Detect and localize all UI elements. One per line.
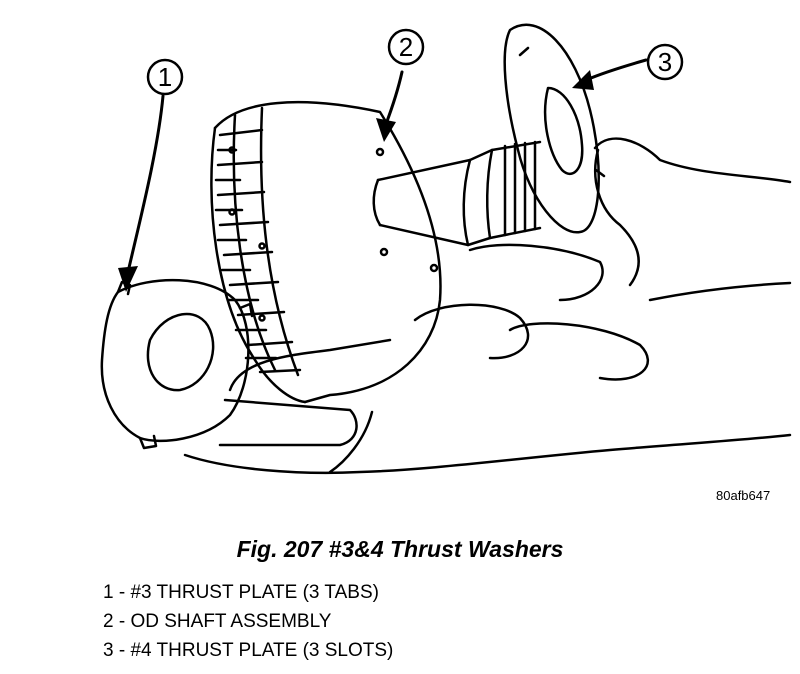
leader-arrows	[126, 58, 648, 274]
callout-number-1: 1	[158, 62, 172, 92]
thrust-plate-4	[503, 23, 606, 234]
figure-reference-code: 80afb647	[716, 488, 771, 503]
legend-number: 3	[103, 640, 130, 661]
callout-circle-3	[646, 43, 684, 81]
legend-text: OD SHAFT ASSEMBLY	[130, 611, 332, 632]
output-shaft	[372, 140, 542, 247]
callout-number-3: 3	[658, 47, 672, 77]
od-shaft-assembly	[210, 100, 442, 404]
thrust-washer-illustration: 1 2 3	[100, 23, 792, 475]
legend-number: 2	[103, 611, 130, 632]
figure-caption: Fig. 207 #3&4 Thrust Washers	[236, 536, 564, 562]
legend-text: #4 THRUST PLATE (3 SLOTS)	[130, 640, 394, 661]
lower-hand	[183, 243, 792, 475]
legend-item: 2OD SHAFT ASSEMBLY	[103, 607, 393, 636]
callout-number-2: 2	[399, 32, 413, 62]
callout-circle-2	[387, 28, 425, 66]
callout-circle-1	[146, 58, 184, 96]
parts-legend: 1#3 THRUST PLATE (3 TABS) 2OD SHAFT ASSE…	[103, 578, 393, 665]
upper-hand	[593, 137, 792, 302]
arrowheads	[118, 70, 594, 292]
legend-number: 1	[103, 582, 130, 603]
legend-item: 1#3 THRUST PLATE (3 TABS)	[103, 578, 393, 607]
legend-item: 3#4 THRUST PLATE (3 SLOTS)	[103, 636, 393, 665]
legend-text: #3 THRUST PLATE (3 TABS)	[130, 582, 379, 603]
